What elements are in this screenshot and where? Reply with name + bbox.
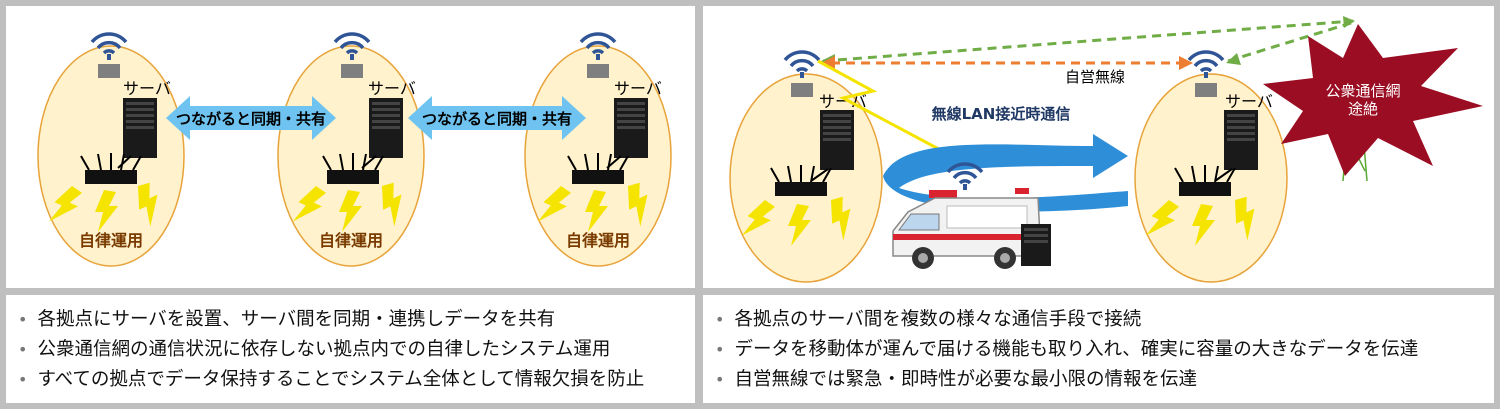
multi-link-diagram-panel: サーバ サーバ 自営無線 無線LAN接近時通信 <box>703 6 1494 288</box>
left-bullet-list: 各拠点にサーバを設置、サーバ間を同期・連携しデータを共有 公衆通信網の通信状況に… <box>18 305 644 395</box>
wireless-lan-link <box>817 59 949 156</box>
bullet-item: 自営無線では緊急・即時性が必要な最小限の情報を伝達 <box>715 365 1418 395</box>
site-1: サーバ 自律運用 <box>37 32 185 267</box>
public-network-links <box>821 16 1355 67</box>
server-label: サーバ <box>123 79 171 98</box>
right-bullet-list: 各拠点のサーバ間を複数の様々な通信手段で接続 データを移動体が運んで届ける機能も… <box>715 305 1418 395</box>
bullet-item: データを移動体が運んで届ける機能も取り入れ、確実に容量の大きなデータを伝達 <box>715 335 1418 365</box>
access-point-icon <box>587 64 609 78</box>
server-icon <box>614 98 648 158</box>
server-label: サーバ <box>1225 92 1273 111</box>
sync-arrow-1: つながると同期・共有 <box>166 96 336 140</box>
sync-arrow-label: つながると同期・共有 <box>176 110 326 128</box>
site-2: サーバ 自律運用 <box>277 32 425 267</box>
private-radio-label: 自営無線 <box>1065 68 1125 86</box>
wireless-lan-label: 無線LAN接近時通信 <box>932 105 1071 123</box>
access-point-icon <box>791 83 813 97</box>
server-label: サーバ <box>368 79 416 98</box>
access-point-icon <box>1195 83 1217 97</box>
sync-arrow-2: つながると同期・共有 <box>408 96 586 140</box>
access-point-icon <box>98 64 120 78</box>
autonomous-label: 自律運用 <box>79 231 143 250</box>
access-point-icon <box>341 64 363 78</box>
bullet-item: すべての拠点でデータ保持することでシステム全体として情報欠損を防止 <box>18 365 644 395</box>
server-icon <box>820 110 854 170</box>
sync-diagram: サーバ 自律運用 サーバ 自律運用 サーバ 自律運用 <box>37 32 672 267</box>
server-label: サーバ <box>614 79 662 98</box>
sync-diagram-panel: サーバ 自律運用 サーバ 自律運用 サーバ 自律運用 <box>6 6 695 288</box>
network-outage-burst: 公衆通信網 途絶 <box>1263 24 1483 182</box>
server-icon <box>1224 110 1258 170</box>
autonomous-label: 自律運用 <box>566 231 630 250</box>
outage-label-line2: 途絶 <box>1348 100 1378 118</box>
private-radio-link: 自営無線 <box>821 56 1193 86</box>
site-b: サーバ <box>1134 50 1288 283</box>
mobile-server-icon <box>1021 224 1051 266</box>
server-icon <box>123 98 157 158</box>
multi-link-diagram: サーバ サーバ 自営無線 無線LAN接近時通信 <box>729 16 1483 283</box>
site-3: サーバ 自律運用 <box>524 32 672 267</box>
sync-arrow-label: つながると同期・共有 <box>422 110 572 128</box>
data-carry-flow <box>883 134 1128 212</box>
right-description-box: 各拠点のサーバ間を複数の様々な通信手段で接続 データを移動体が運んで届ける機能も… <box>703 295 1494 403</box>
bullet-item: 各拠点のサーバ間を複数の様々な通信手段で接続 <box>715 305 1418 335</box>
left-description-box: 各拠点にサーバを設置、サーバ間を同期・連携しデータを共有 公衆通信網の通信状況に… <box>6 295 695 403</box>
site-a: サーバ <box>729 50 883 283</box>
bullet-item: 各拠点にサーバを設置、サーバ間を同期・連携しデータを共有 <box>18 305 644 335</box>
outage-label-line1: 公衆通信網 <box>1325 82 1400 100</box>
ambulance-icon <box>892 162 1051 269</box>
server-icon <box>369 98 403 158</box>
bullet-item: 公衆通信網の通信状況に依存しない拠点内での自律したシステム運用 <box>18 335 644 365</box>
autonomous-label: 自律運用 <box>319 231 383 250</box>
